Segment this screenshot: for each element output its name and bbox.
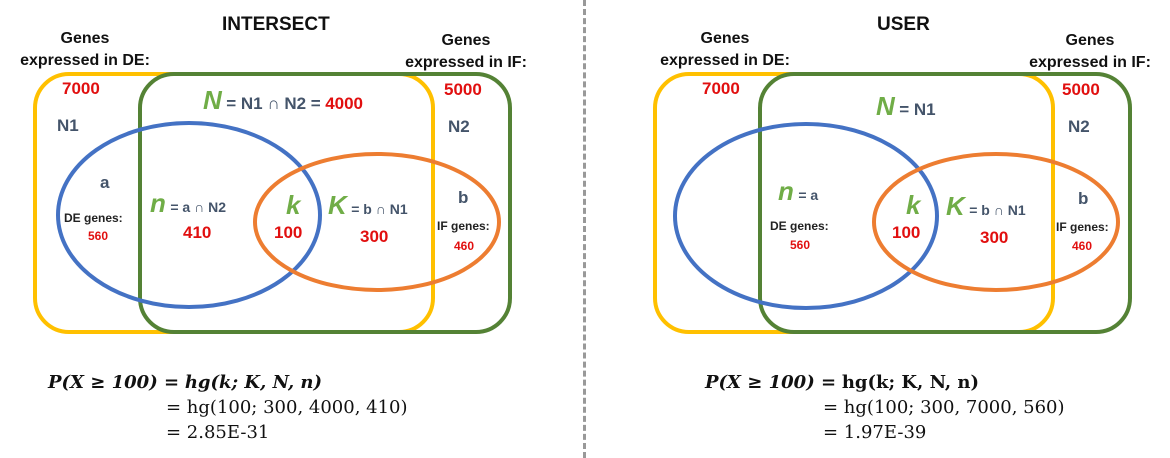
n-symbol: n (778, 176, 794, 206)
if-genes-label: IF genes: (1056, 220, 1109, 234)
a-label: a (100, 173, 110, 192)
formula-line-2: = hg(100; 300, 7000, 560) (823, 397, 1065, 418)
K-symbol: K (328, 190, 347, 220)
k-value: 100 (892, 223, 921, 242)
de-header-line1: Genes (60, 30, 110, 47)
hypergeometric-formula: P(X ≥ 100) = hg(k; K, N, n) = hg(100; 30… (48, 370, 408, 445)
K-definition: K = b ∩ N1 (946, 193, 1026, 219)
n1-label: N1 (57, 116, 79, 135)
K-definition: K = b ∩ N1 (328, 192, 408, 218)
if-genes-box (758, 72, 1132, 334)
if-header-line1: Genes (1065, 32, 1115, 49)
b-label: b (1078, 189, 1089, 208)
intersect-panel: INTERSECT Genes expressed in DE: Genes e… (0, 0, 580, 458)
if-header-line2: expressed in IF: (405, 53, 527, 71)
de-genes-ellipse (673, 122, 939, 310)
de-genes-label: DE genes: (64, 211, 123, 225)
N-symbol: N (876, 91, 895, 121)
user-panel: USER Genes expressed in DE: Genes expres… (590, 0, 1170, 458)
N-symbol: N (203, 85, 222, 115)
N-definition: N = N1 ∩ N2 = 4000 (203, 87, 363, 113)
K-expression: = b ∩ N1 (351, 201, 408, 217)
K-value: 300 (980, 228, 1009, 247)
n-value: 410 (183, 223, 212, 242)
de-header-line2: expressed in DE: (660, 51, 790, 69)
K-symbol: K (946, 191, 965, 221)
formula-rhs: hg(k; K, N, n) (841, 372, 980, 393)
hypergeometric-formula: P(X ≥ 100) = hg(k; K, N, n) = hg(100; 30… (705, 370, 1065, 445)
n2-label: N2 (1068, 117, 1090, 136)
de-genes-value: 560 (88, 229, 109, 243)
panel-title: USER (877, 14, 930, 35)
N-expression: = N1 (899, 100, 936, 119)
n2-label: N2 (448, 117, 470, 136)
formula-line-2: = hg(100; 300, 4000, 410) (166, 397, 408, 418)
if-genes-header: Genes expressed in IF: (1010, 30, 1170, 73)
de-genes-header: Genes expressed in DE: (10, 28, 160, 71)
k-symbol: k (286, 190, 301, 220)
formula-rhs: hg(k; K, N, n) (184, 372, 323, 393)
if-genes-header: Genes expressed in IF: (386, 30, 546, 73)
formula-line-1: P(X ≥ 100) = hg(k; K, N, n) (48, 370, 408, 395)
N-definition: N = N1 (876, 93, 936, 119)
formula-lhs: P(X ≥ 100) = (705, 372, 837, 393)
if-header-line1: Genes (441, 32, 491, 49)
n-expression: = a ∩ N2 (170, 199, 226, 215)
de-genes-value: 560 (790, 238, 811, 252)
if-total-value: 5000 (1062, 80, 1100, 99)
k-value: 100 (274, 223, 303, 242)
N-expression: = N1 ∩ N2 = (226, 94, 321, 113)
if-genes-ellipse (872, 152, 1120, 292)
k-symbol: k (906, 190, 921, 220)
formula-line-1: P(X ≥ 100) = hg(k; K, N, n) (705, 370, 1065, 395)
if-genes-value: 460 (1072, 239, 1093, 253)
formula-lhs: P(X ≥ 100) = (48, 372, 180, 393)
de-genes-ellipse (56, 121, 322, 309)
n-definition: n = a ∩ N2 (150, 190, 226, 216)
user-venn-diagram (653, 72, 1132, 334)
n-expression: = a (798, 187, 819, 203)
de-header-line1: Genes (700, 30, 750, 47)
panel-divider (583, 0, 586, 458)
K-value: 300 (360, 227, 389, 246)
de-header-line2: expressed in DE: (20, 51, 150, 69)
n-definition: n = a (778, 178, 818, 204)
if-total-value: 5000 (444, 80, 482, 99)
if-genes-ellipse (253, 152, 501, 292)
formula-result: = 2.85E-31 (166, 422, 270, 443)
if-genes-value: 460 (454, 239, 475, 253)
K-expression: = b ∩ N1 (969, 202, 1026, 218)
n-symbol: n (150, 188, 166, 218)
panel-title: INTERSECT (222, 14, 330, 35)
if-header-line2: expressed in IF: (1029, 53, 1151, 71)
if-genes-box (138, 72, 512, 334)
de-total-value: 7000 (702, 79, 740, 98)
formula-result: = 1.97E-39 (823, 422, 927, 443)
de-genes-header: Genes expressed in DE: (650, 28, 800, 71)
de-total-value: 7000 (62, 79, 100, 98)
N-value: 4000 (325, 94, 364, 113)
b-label: b (458, 188, 469, 207)
if-genes-label: IF genes: (437, 219, 490, 233)
intersect-venn-diagram (33, 72, 512, 334)
de-genes-label: DE genes: (770, 219, 829, 233)
